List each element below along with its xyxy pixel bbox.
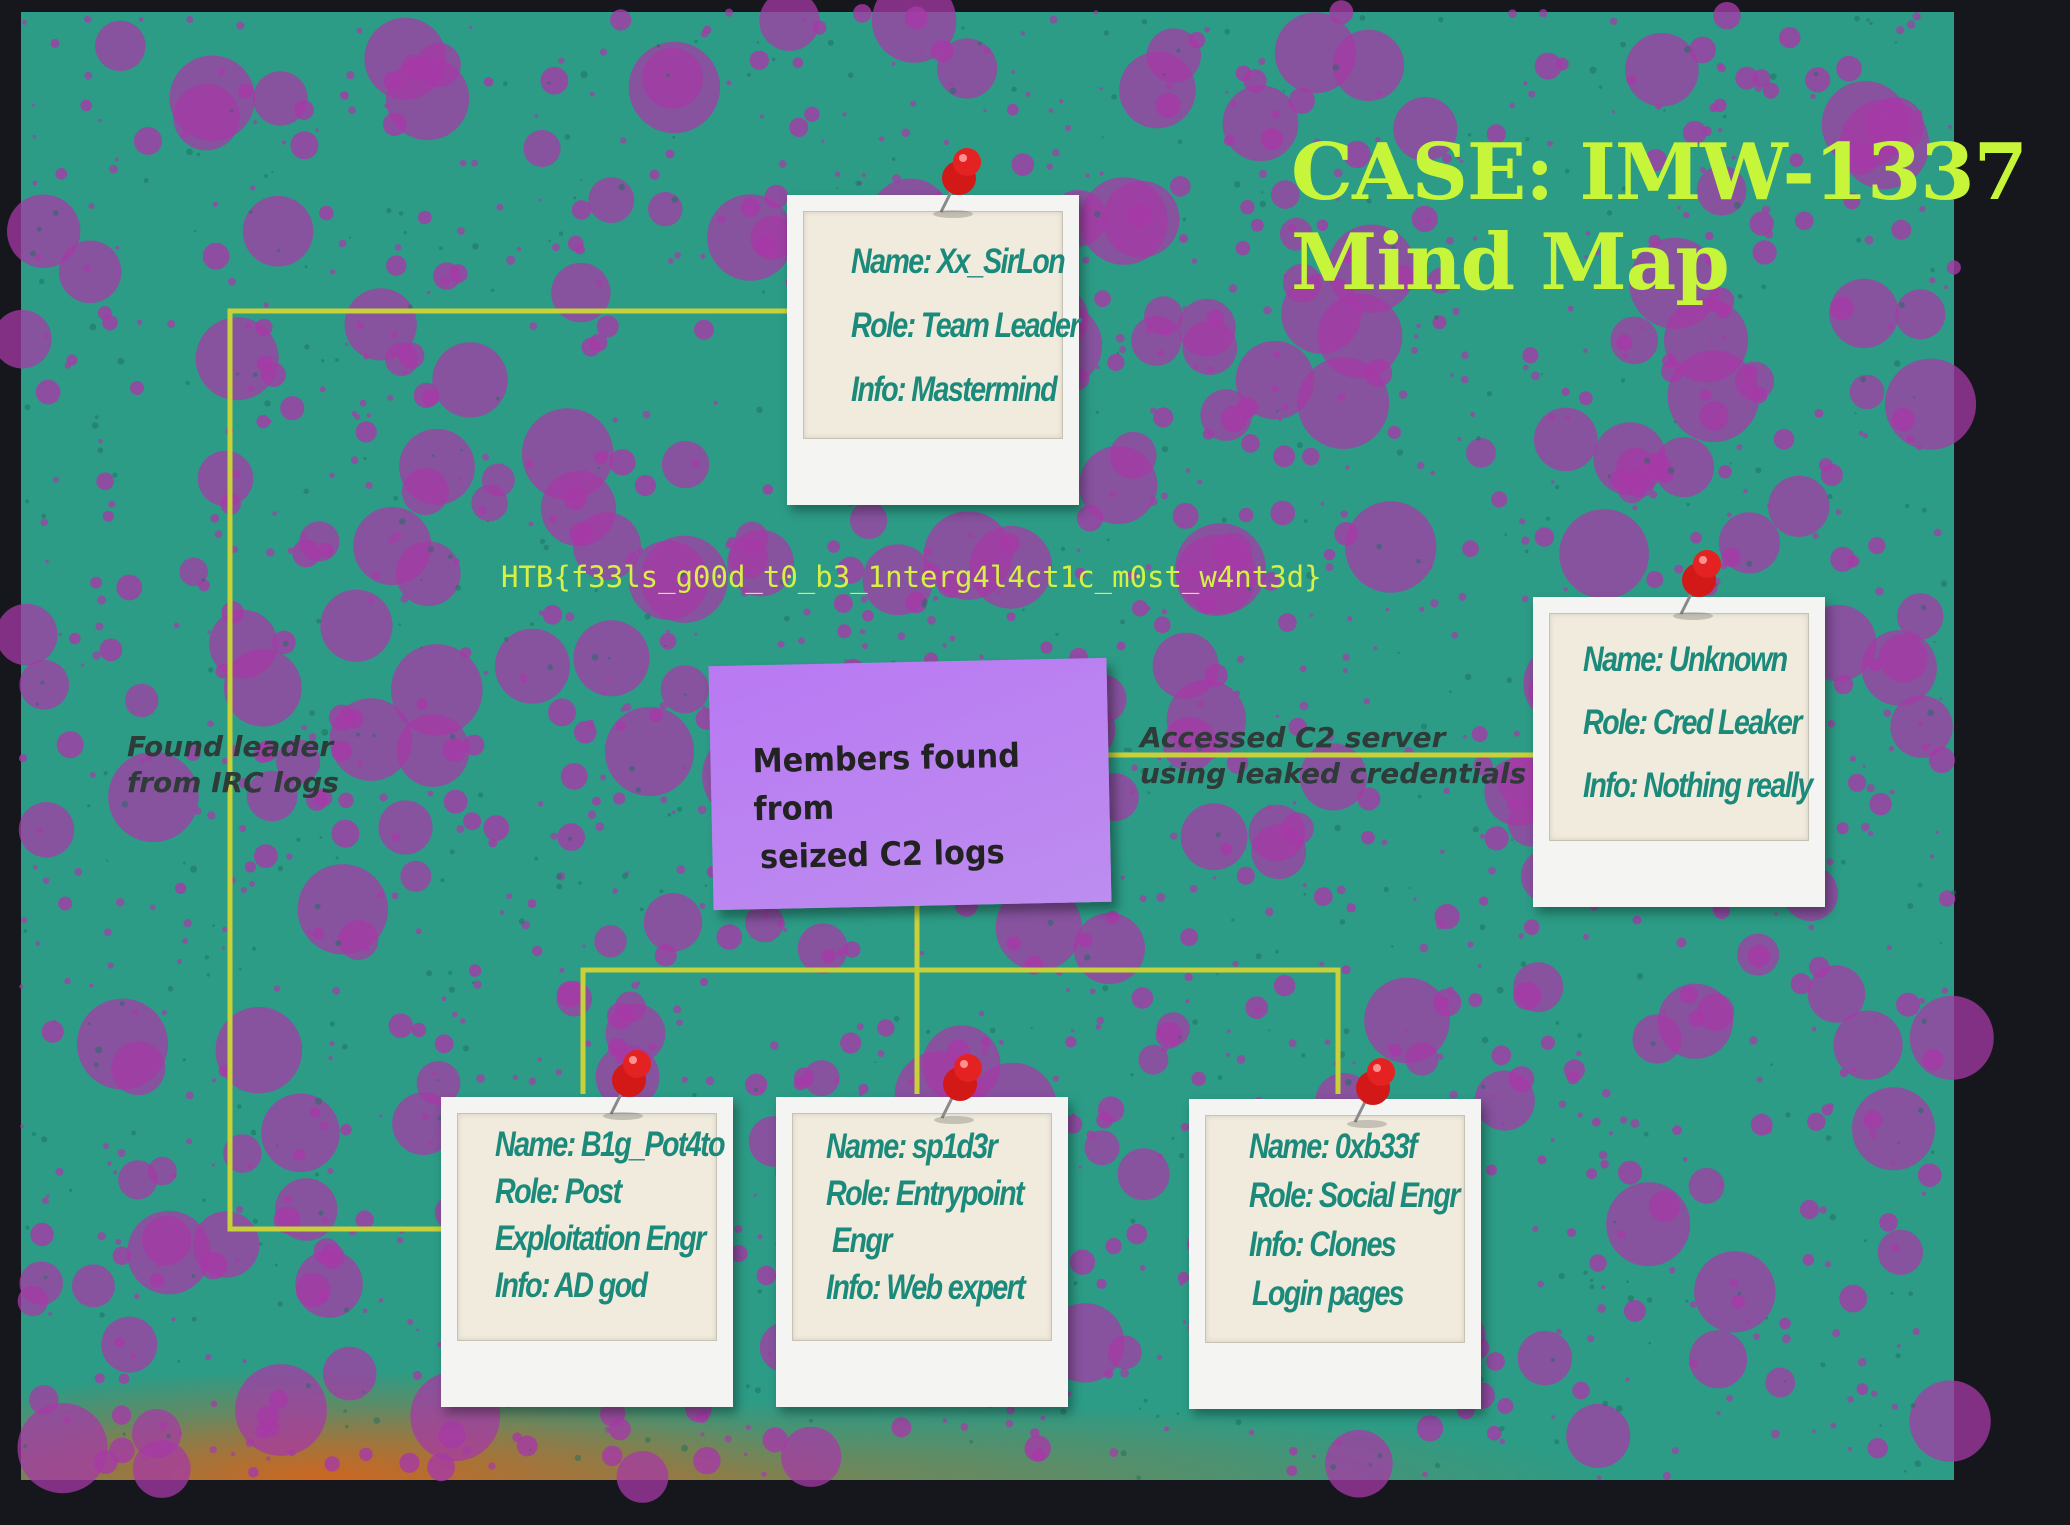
card-leaker-line: Info: Nothing really [1583,766,1813,805]
pushpin-icon [933,148,981,218]
edge-label-leaker: Accessed C2 server using leaked credenti… [1140,721,1527,790]
card-potato-line: Name: B1g_Pot4to [495,1125,726,1164]
center-note-line2: seized C2 logs [759,832,1006,877]
connector-leader [227,308,787,1232]
card-leader-line: Role: Team Leader [851,306,1080,345]
card-spider-line: Engr [832,1221,892,1260]
card-potato-line: Info: AD god [495,1266,648,1305]
card-leaker-line: Name: Unknown [1583,640,1788,679]
card-social-line: Login pages [1252,1274,1405,1313]
edge-label-leader: Found leader from IRC logs [127,730,339,799]
card-leaker: Name: Unknown Role: Cred Leaker Info: No… [1533,597,1825,907]
center-note-line1: Members found from [752,735,1021,829]
pushpin-icon [934,1054,982,1124]
card-leaker-line: Role: Cred Leaker [1583,703,1802,742]
pushpin-icon [1673,550,1721,620]
card-spider: Name: sp1d3r Role: Entrypoint Engr Info:… [776,1097,1068,1407]
card-spider-line: Info: Web expert [826,1268,1026,1307]
card-potato: Name: B1g_Pot4to Role: Post Exploitation… [441,1097,733,1407]
connector-branch [580,967,1341,1094]
card-social-line: Role: Social Engr [1249,1176,1460,1215]
card-spider-line: Role: Entrypoint [826,1174,1025,1213]
card-social-line: Info: Clones [1249,1225,1397,1264]
center-sticky-note: Members found from seized C2 logs [708,657,1112,911]
card-social-line: Name: 0xb33f [1249,1127,1418,1166]
mind-map-title: Mind Map [1291,217,1730,308]
card-social: Name: 0xb33f Role: Social Engr Info: Clo… [1189,1099,1481,1409]
connectors [227,308,1533,1232]
pushpin-icon [1347,1058,1395,1128]
card-leader-line: Info: Mastermind [851,370,1058,409]
card-leader: Name: Xx_SirLon Role: Team Leader Info: … [787,195,1080,505]
mind-map-board: CASE: IMW-1337 Mind Map HTB{f33ls_g00d_t… [0,0,2028,1503]
card-spider-line: Name: sp1d3r [826,1127,998,1166]
flag-text: HTB{f33ls_g00d_t0_b3_1nterg4l4ct1c_m0st_… [501,560,1322,594]
card-leader-line: Name: Xx_SirLon [851,242,1066,281]
card-potato-line: Role: Post [495,1172,622,1211]
case-title: CASE: IMW-1337 [1291,127,2028,218]
pushpin-icon [603,1050,651,1120]
card-potato-line: Exploitation Engr [495,1219,706,1258]
